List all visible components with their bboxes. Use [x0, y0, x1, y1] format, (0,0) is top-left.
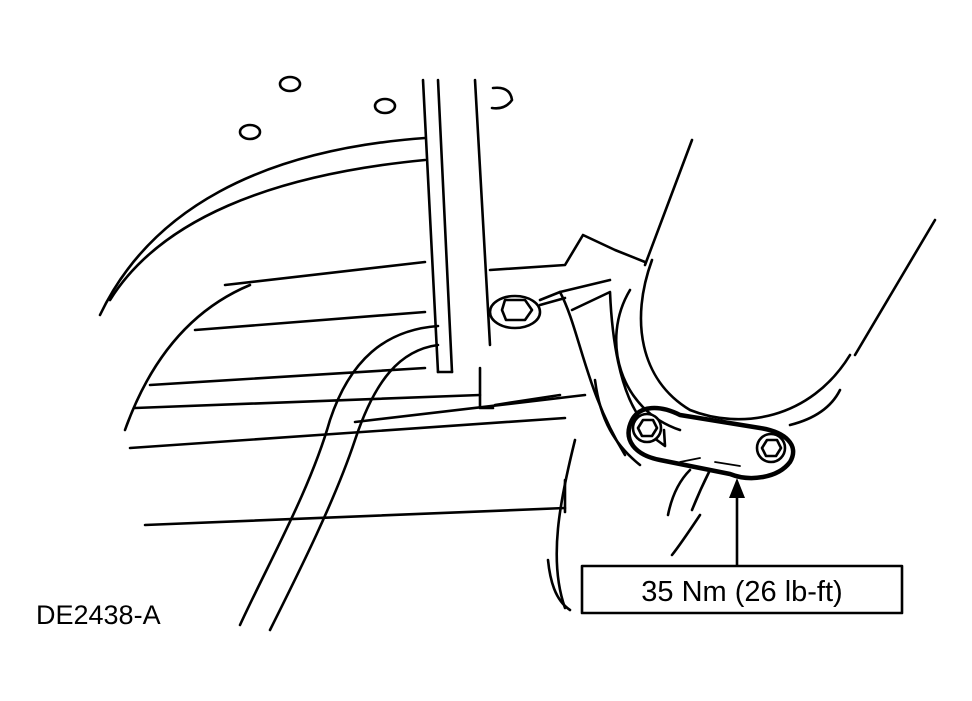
torque-callout: 35 Nm (26 lb-ft) [580, 478, 904, 615]
callout-box [580, 564, 904, 615]
fuel-line [238, 324, 440, 632]
exhaust-pipe [614, 138, 937, 432]
figure-id: DE2438-A [36, 600, 161, 630]
vertical-bar [421, 78, 492, 374]
exhaust-clamp [626, 405, 796, 557]
underbody-panel [98, 136, 647, 527]
hanger-bracket [538, 278, 642, 467]
rubber-isolator [546, 438, 577, 612]
mounting-holes [238, 75, 514, 141]
callout-arrowhead [729, 478, 745, 498]
bracket-bolt [488, 294, 567, 330]
torque-label: 35 Nm (26 lb-ft) [641, 576, 842, 608]
